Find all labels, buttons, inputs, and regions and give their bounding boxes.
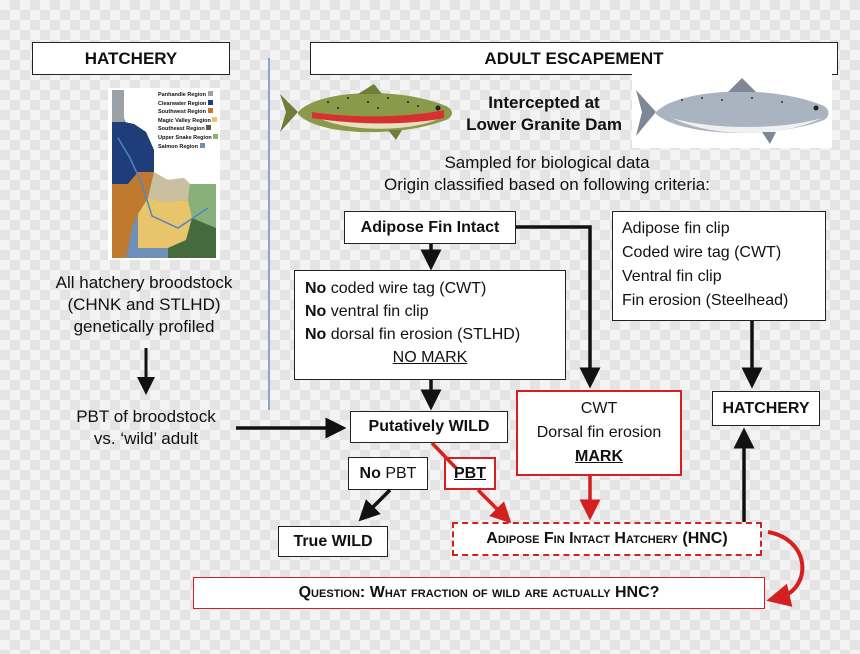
no-cwt-row: No coded wire tag (CWT) (305, 280, 487, 297)
criteria-item: Fin erosion (Steelhead) (622, 292, 789, 309)
adult-escapement-header: ADULT ESCAPEMENT (310, 42, 838, 75)
section-divider (268, 58, 270, 410)
criteria-item: Adipose fin clip (622, 220, 730, 237)
hatchery-result-label: HATCHERY (722, 399, 810, 417)
mark-box: CWT Dorsal fin erosion MARK (516, 390, 682, 476)
hatchery-result-box: HATCHERY (712, 391, 820, 426)
legend-item: Magic Valley Region (158, 116, 220, 126)
intercepted-line-2: Lower Granite Dam (466, 115, 622, 135)
arrow-pbt-to-hnc (476, 488, 512, 524)
legend-item: Salmon Region (158, 142, 220, 152)
legend-item: Clearwater Region (158, 99, 220, 109)
mark-dorsal: Dorsal fin erosion (536, 424, 662, 441)
adipose-fin-intact-label: Adipose Fin Intact (360, 218, 500, 236)
hatchery-header-label: HATCHERY (84, 48, 178, 68)
pbt-label: PBT (454, 464, 486, 482)
intercepted-text: Intercepted at Lower Granite Dam (452, 92, 636, 136)
sampled-text: Sampled for biological data Origin class… (332, 152, 762, 196)
true-wild-box: True WILD (278, 526, 388, 557)
question-text: Question: What fraction of wild are actu… (298, 584, 660, 601)
legend-item: Southwest Region (158, 108, 220, 117)
adipose-fin-intact-box: Adipose Fin Intact (344, 211, 516, 244)
idaho-region-map: Panhandle Region Clearwater Region South… (108, 88, 220, 260)
hnc-label: Adipose Fin Intact Hatchery (HNC) (486, 530, 728, 547)
hatchery-criteria-box: Adipose fin clip Coded wire tag (CWT) Ve… (612, 211, 826, 321)
hnc-box: Adipose Fin Intact Hatchery (HNC) (452, 522, 762, 556)
no-mark-label: NO MARK (392, 349, 468, 366)
legend-item: Southeast Region (158, 125, 220, 134)
intercepted-line-1: Intercepted at (488, 93, 600, 112)
pbt-broodstock-text: PBT of broodstock vs. ‘wild’ adult (48, 406, 244, 450)
criteria-item: Coded wire tag (CWT) (622, 244, 782, 261)
legend-item: Upper Snake Region (158, 133, 220, 143)
sampled-line-1: Sampled for biological data (444, 153, 650, 172)
arrow-nopbt-to-true-wild (358, 488, 392, 522)
pbt-box: PBT (444, 457, 496, 490)
adult-escapement-header-label: ADULT ESCAPEMENT (484, 48, 664, 68)
hatchery-header: HATCHERY (32, 42, 230, 75)
putatively-wild-label: Putatively WILD (368, 418, 490, 435)
criteria-item: Ventral fin clip (622, 268, 722, 285)
no-dorsal-row: No dorsal fin erosion (STLHD) (305, 326, 521, 343)
mark-label: MARK (575, 448, 623, 465)
map-legend: Panhandle Region Clearwater Region South… (158, 91, 220, 151)
no-ventral-row: No ventral fin clip (305, 303, 429, 320)
no-pbt-box: No PBT (348, 457, 428, 490)
legend-item: Panhandle Region (158, 91, 220, 100)
no-pbt-label: No PBT (359, 464, 417, 482)
question-box: Question: What fraction of wild are actu… (193, 577, 765, 609)
arrow-hnc-to-question (766, 530, 805, 607)
pbt-line-2: vs. ‘wild’ adult (93, 429, 199, 449)
mark-cwt: CWT (580, 400, 618, 417)
true-wild-label: True WILD (293, 532, 373, 550)
broodstock-line-3: genetically profiled (73, 317, 215, 337)
broodstock-text: All hatchery broodstock (CHNK and STLHD)… (30, 272, 258, 338)
putatively-wild-box: Putatively WILD (350, 411, 508, 443)
pbt-line-1: PBT of broodstock (76, 407, 216, 426)
no-mark-box: No coded wire tag (CWT) No ventral fin c… (294, 270, 566, 380)
chinook-fish-image (632, 74, 832, 148)
broodstock-line-2: (CHNK and STLHD) (67, 295, 221, 315)
broodstock-line-1: All hatchery broodstock (55, 273, 233, 292)
sampled-line-2: Origin classified based on following cri… (384, 175, 710, 195)
steelhead-fish-image (278, 82, 458, 142)
